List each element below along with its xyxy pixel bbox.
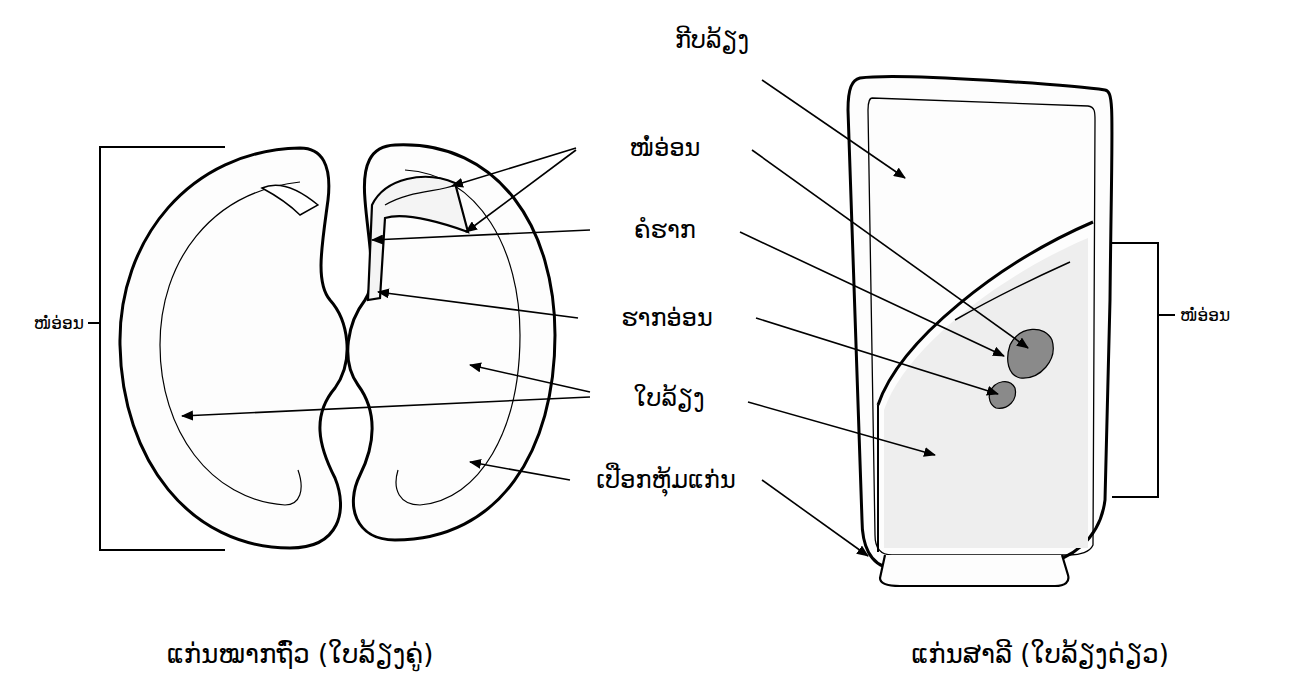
part-label: ໜໍ່ອ່ອນ	[630, 134, 701, 163]
part-label: ໃບລ້ຽງ	[633, 384, 704, 413]
corn-seed	[848, 77, 1112, 586]
part-label: ເປືອກຫຸ້ມແກ່ນ	[596, 466, 735, 495]
bracket-right	[1112, 243, 1175, 497]
part-label: ຄໍຮາກ	[634, 216, 696, 245]
bean-right-half	[348, 145, 555, 540]
part-label: ຮາກອ່ອນ	[621, 304, 713, 333]
bean-left-cotyledon-line	[160, 182, 301, 505]
figure-caption: ແກ່ນສາລີ (ໃບລ້ຽງດ່ຽວ)	[911, 639, 1169, 670]
figure-caption: ແກ່ນໝາກຖົ່ວ (ໃບລ້ຽງຄູ່)	[167, 639, 434, 670]
bean-plumule-vein	[385, 185, 455, 205]
bean-left-half	[120, 148, 347, 548]
bean-left-plumule	[262, 185, 318, 215]
bracket-left	[88, 147, 225, 550]
bracket-label: ໜໍ່ອ່ອນ	[34, 313, 84, 333]
part-label: ກີບລ້ຽງ	[675, 26, 749, 55]
bracket-label: ໜໍ່ອ່ອນ	[1180, 305, 1230, 325]
leader-lines	[182, 80, 1028, 556]
